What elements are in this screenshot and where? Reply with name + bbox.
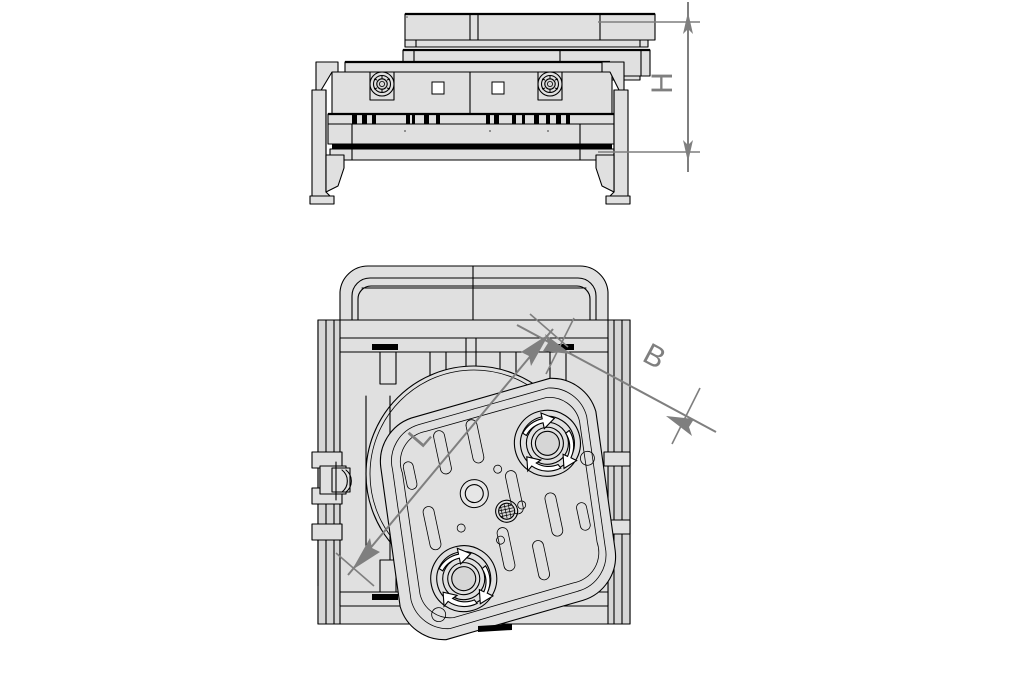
- boss-lower: [430, 545, 498, 613]
- support-leg-left: [309, 89, 345, 205]
- dimension-label-H: H: [645, 72, 679, 94]
- dimension-B: [516, 317, 717, 445]
- bearing-boss-right: [537, 71, 563, 101]
- dimension-L: [335, 313, 569, 587]
- dimension-H: [598, 2, 700, 172]
- support-leg-right: [595, 89, 631, 205]
- plate-holes: [431, 450, 595, 623]
- center-marks: [404, 16, 549, 132]
- roller-drum: [327, 112, 617, 161]
- plan-view: [311, 265, 631, 641]
- bearing-boss-left: [369, 71, 395, 101]
- slot-pockets: [402, 419, 591, 581]
- front-elevation-view: [309, 12, 656, 205]
- rotated-top-plate: [379, 377, 617, 641]
- left-side-bracket: [311, 451, 352, 587]
- carriage-top-rail: [344, 60, 611, 73]
- boss-upper: [513, 409, 581, 477]
